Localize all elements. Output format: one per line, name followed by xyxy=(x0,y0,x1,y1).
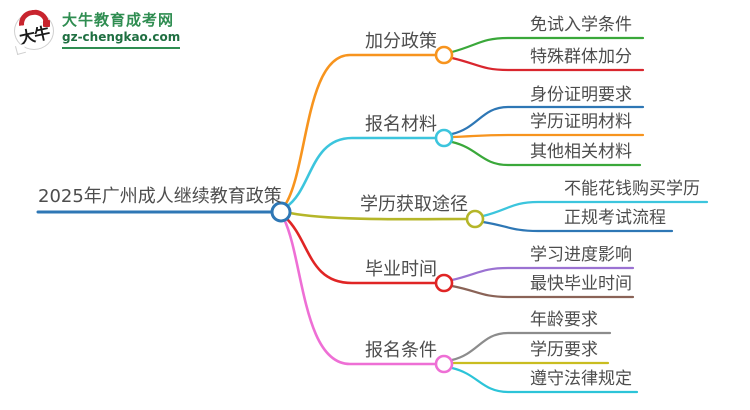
root-node-circle xyxy=(270,201,292,223)
logo-site-name: 大牛教育成考网 xyxy=(62,11,175,29)
branch-node-degree-acquisition xyxy=(465,209,485,229)
branch-label-graduation-time: 毕业时间 xyxy=(365,259,437,280)
branch-label-bonus-policy: 加分政策 xyxy=(365,31,437,52)
logo-bubble-icon: 大牛 xyxy=(14,7,54,50)
child-label-education-proof: 学历证明材料 xyxy=(530,112,632,132)
child-line-special-group-bonus xyxy=(450,56,645,72)
branch-line-application-materials xyxy=(284,136,438,209)
branch-label-degree-acquisition: 学历获取途径 xyxy=(360,194,468,215)
child-label-formal-exam-process: 正规考试流程 xyxy=(564,208,666,228)
branch-line-bonus-policy xyxy=(283,53,438,207)
branch-line-application-requirements xyxy=(282,217,438,366)
branch-line-graduation-time xyxy=(283,215,438,285)
child-line-formal-exam-process xyxy=(481,220,674,233)
branch-label-application-requirements: 报名条件 xyxy=(365,340,437,361)
child-line-exam-free-admission xyxy=(450,36,645,54)
branch-node-application-requirements xyxy=(434,354,454,374)
branch-line-degree-acquisition xyxy=(288,211,468,221)
child-label-education-requirement: 学历要求 xyxy=(530,340,598,360)
branch-node-graduation-time xyxy=(434,273,454,293)
child-label-no-buying-degree: 不能花钱购买学历 xyxy=(564,179,700,199)
child-label-identity-proof: 身份证明要求 xyxy=(530,85,632,105)
branch-node-bonus-policy xyxy=(434,45,454,65)
child-line-age-requirement xyxy=(450,331,612,362)
logo-seal-icon xyxy=(43,20,50,27)
child-label-study-progress: 学习进度影响 xyxy=(530,245,632,265)
root-node-label: 2025年广州成人继续教育政策 xyxy=(38,186,282,207)
child-label-age-requirement: 年龄要求 xyxy=(530,310,598,330)
site-logo: 大牛 大牛教育成考网 gz-chengkao.com xyxy=(14,7,181,50)
child-line-fastest-graduation xyxy=(450,284,635,299)
child-line-law-compliance xyxy=(450,366,639,394)
child-label-law-compliance: 遵守法律规定 xyxy=(530,369,632,389)
child-line-identity-proof xyxy=(450,105,645,136)
child-label-fastest-graduation: 最快毕业时间 xyxy=(530,274,632,294)
child-label-exam-free-admission: 免试入学条件 xyxy=(530,15,632,35)
child-label-other-materials: 其他相关材料 xyxy=(530,142,632,162)
logo-text-block: 大牛教育成考网 gz-chengkao.com xyxy=(62,11,181,49)
branch-node-application-materials xyxy=(434,128,454,148)
child-label-special-group-bonus: 特殊群体加分 xyxy=(530,47,632,67)
child-line-study-progress xyxy=(450,266,635,282)
branch-label-application-materials: 报名材料 xyxy=(365,114,437,135)
logo-site-domain: gz-chengkao.com xyxy=(62,30,181,44)
child-line-education-proof xyxy=(450,133,645,139)
child-line-no-buying-degree xyxy=(481,200,709,218)
logo-bubble-text: 大牛 xyxy=(17,23,51,48)
child-line-other-materials xyxy=(450,140,642,167)
